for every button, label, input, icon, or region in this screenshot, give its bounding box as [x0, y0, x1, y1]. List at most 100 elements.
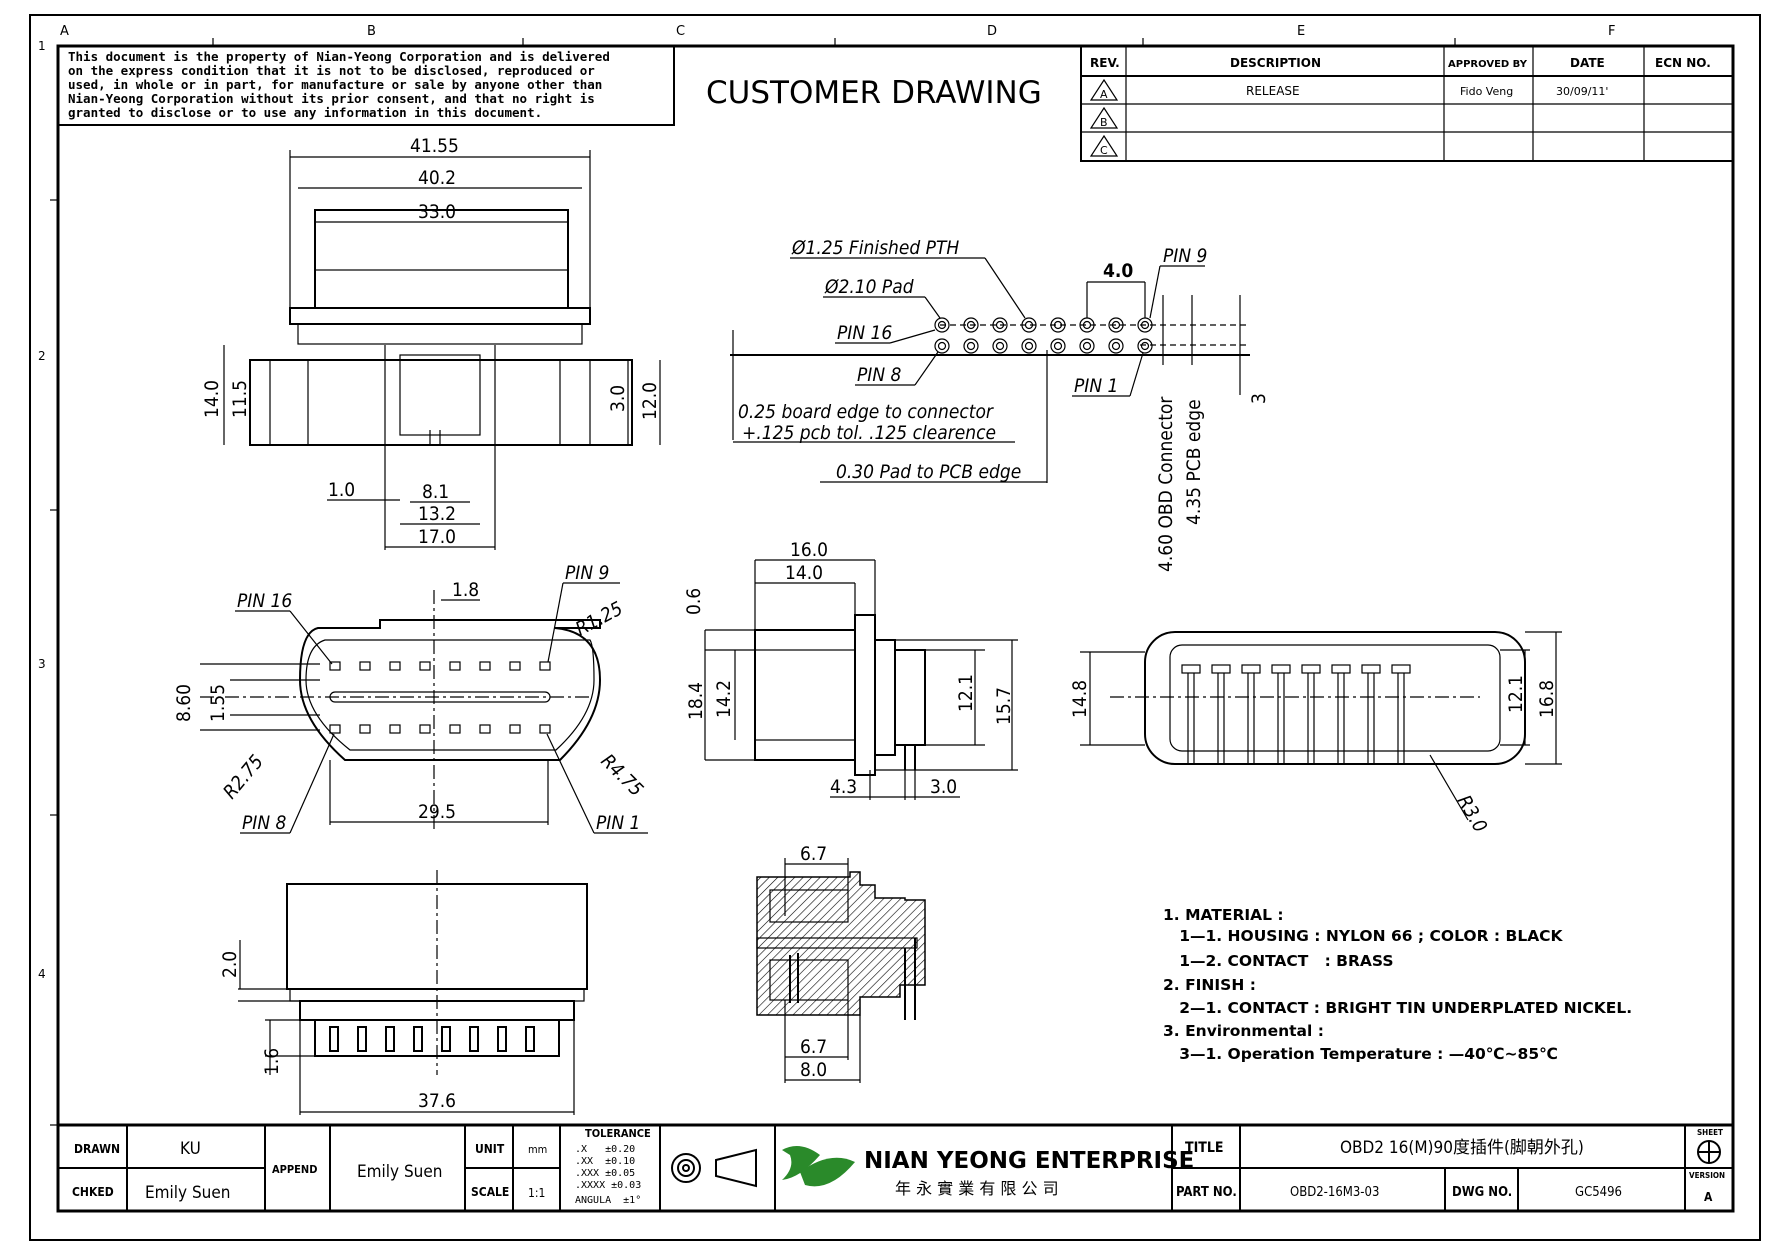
face-r2: R2.75 — [219, 751, 268, 803]
tb-sheet-label: SHEET — [1697, 1128, 1723, 1137]
zone-col-a: A — [60, 24, 69, 39]
zone-col-b: B — [367, 24, 376, 39]
title-block: DRAWN KU CHKED Emily Suen APPEND Emily S… — [56, 1123, 1735, 1213]
pcb-note-1: 0.25 board edge to connector — [738, 401, 994, 423]
notice-line-3: used, in whole or in part, for manufactu… — [68, 77, 602, 92]
front-dim-w3: 33.0 — [418, 201, 456, 223]
tb-tol-4: .XXXX ±0.03 — [575, 1180, 641, 1191]
rev-header-desc: DESCRIPTION — [1230, 56, 1321, 70]
side-dim-6: 12.1 — [955, 674, 977, 712]
side-view: 16.0 14.0 0.6 18.4 14.2 12.1 15.7 4.3 3.… — [683, 539, 1018, 800]
inner-frame — [56, 44, 1735, 1213]
front-dim-b2: 8.1 — [422, 481, 449, 503]
tb-unit-label: UNIT — [475, 1142, 505, 1156]
tb-part: OBD2-16M3-03 — [1290, 1185, 1379, 1200]
tb-tolerance-label: TOLERANCE — [585, 1127, 651, 1140]
face-pin9: PIN 9 — [565, 562, 609, 584]
rear-dim-3: 16.8 — [1536, 680, 1558, 718]
rev-a-description: RELEASE — [1246, 84, 1300, 98]
pcb-pin9: PIN 9 — [1163, 245, 1207, 267]
drawing-heading: CUSTOMER DRAWING — [706, 75, 1042, 111]
zone-row-2: 2 — [38, 349, 46, 363]
pcb-holes — [934, 317, 1153, 354]
tb-append-label: APPEND — [272, 1163, 317, 1176]
tb-unit: mm — [528, 1143, 547, 1156]
tb-scale: 1:1 — [528, 1186, 545, 1200]
tb-dwg-label: DWG NO. — [1452, 1185, 1512, 1200]
tb-company: NIAN YEONG ENTERPRISE — [864, 1148, 1194, 1174]
side-dim-9: 3.0 — [930, 776, 957, 798]
notice-line-4: Nian-Yeong Corporation without its prior… — [68, 91, 595, 106]
note-line-3: 1—2. CONTACT : BRASS — [1163, 952, 1394, 970]
note-line-2: 1—1. HOUSING : NYLON 66 ; COLOR : BLACK — [1163, 927, 1564, 945]
zone-letters: A B C D E F 1 2 3 4 — [38, 24, 1615, 1126]
rev-header-rev: REV. — [1090, 56, 1120, 70]
outer-frame — [29, 14, 1761, 1241]
tb-version-label: VERSION — [1689, 1171, 1725, 1180]
front-dim-h4: 12.0 — [639, 382, 661, 420]
note-line-4: 2. FINISH : — [1163, 976, 1256, 994]
tb-title: OBD2 16(M)90度插件(脚朝外孔) — [1340, 1138, 1584, 1158]
pcb-pin1: PIN 1 — [1074, 375, 1118, 397]
front-dim-b1: 1.0 — [328, 479, 355, 501]
tb-version: A — [1704, 1190, 1713, 1204]
tb-drawn: KU — [180, 1139, 201, 1159]
pcb-vdim-1: 4.60 OBD Connector — [1155, 396, 1177, 572]
rev-a-date: 30/09/11' — [1556, 85, 1608, 98]
pcb-pitch: 4.0 — [1103, 260, 1133, 282]
top-dim-2: 1.6 — [261, 1048, 283, 1075]
pcb-pth-label: Ø1.25 Finished PTH — [791, 237, 959, 259]
pcb-note-2: +.125 pcb tol. .125 clearence — [742, 422, 996, 444]
face-dim-1: 1.8 — [452, 579, 479, 601]
zone-col-c: C — [676, 24, 685, 39]
rev-header-date: DATE — [1570, 56, 1605, 70]
tb-chked: Emily Suen — [145, 1183, 230, 1203]
side-dim-2: 14.0 — [785, 562, 823, 584]
front-dim-b3: 13.2 — [418, 503, 456, 525]
pcb-vdim-2: 4.35 PCB edge — [1183, 399, 1205, 525]
rev-header-approved: APPROVED BY — [1448, 59, 1528, 70]
tb-append: Emily Suen — [357, 1162, 442, 1182]
svg-text:C: C — [1100, 144, 1108, 157]
svg-text:B: B — [1100, 116, 1108, 129]
front-dim-h1: 14.0 — [201, 380, 223, 418]
pcb-pad-label: Ø2.10 Pad — [824, 276, 914, 298]
front-dim-h2: 11.5 — [229, 380, 251, 418]
notice-line-1: This document is the property of Nian-Ye… — [68, 49, 610, 64]
note-line-6: 3. Environmental : — [1163, 1022, 1324, 1040]
tb-tol-1: .X ±0.20 — [575, 1144, 635, 1155]
face-dim-3: 1.55 — [207, 684, 229, 722]
note-line-7: 3—1. Operation Temperature : —40℃~85℃ — [1163, 1045, 1558, 1063]
projection-symbol-icon — [671, 1148, 757, 1188]
tb-tol-5: ANGULA ±1° — [575, 1195, 641, 1206]
pcb-pin8: PIN 8 — [857, 364, 902, 386]
notice-line-2: on the express condition that it is not … — [68, 63, 595, 78]
zone-col-f: F — [1608, 24, 1615, 39]
pcb-layout: Ø1.25 Finished PTH Ø2.10 Pad 4.0 PIN 9 P… — [730, 237, 1270, 572]
tb-scale-label: SCALE — [471, 1185, 509, 1199]
rear-view: 14.8 12.1 16.8 R3.0 — [1069, 631, 1562, 837]
revision-table: REV. DESCRIPTION APPROVED BY DATE ECN NO… — [1080, 45, 1734, 162]
pcb-vdim-3: 3 — [1248, 393, 1270, 404]
front-dim-w1: 41.55 — [410, 135, 459, 157]
top-dim-3: 37.6 — [418, 1090, 456, 1112]
tb-company-cn: 年 永 實 業 有 限 公 司 — [895, 1179, 1059, 1198]
rev-header-ecn: ECN NO. — [1655, 56, 1711, 70]
front-view: 41.55 40.2 33.0 14.0 11.5 3.0 12.0 1.0 8… — [201, 135, 661, 550]
pcb-pin16: PIN 16 — [837, 322, 892, 344]
pcb-note-3: 0.30 Pad to PCB edge — [836, 461, 1021, 483]
face-r3: R4.75 — [596, 750, 647, 801]
rear-r: R3.0 — [1453, 792, 1492, 837]
material-notes: 1. MATERIAL : 1—1. HOUSING : NYLON 66 ; … — [1163, 906, 1632, 1063]
face-pin16: PIN 16 — [237, 590, 292, 612]
face-r1: R1.25 — [572, 598, 626, 641]
front-dim-b4: 17.0 — [418, 526, 456, 548]
note-line-1: 1. MATERIAL : — [1163, 906, 1284, 924]
rear-dim-1: 14.8 — [1069, 680, 1091, 718]
tb-tol-3: .XXX ±0.05 — [575, 1168, 635, 1179]
rear-dim-2: 12.1 — [1505, 675, 1527, 713]
rev-triangle-a: A — [1089, 78, 1119, 101]
face-view: PIN 16 PIN 9 PIN 8 PIN 1 1.8 R1.25 8.60 … — [173, 562, 648, 834]
section-dim-1: 6.7 — [800, 843, 827, 865]
